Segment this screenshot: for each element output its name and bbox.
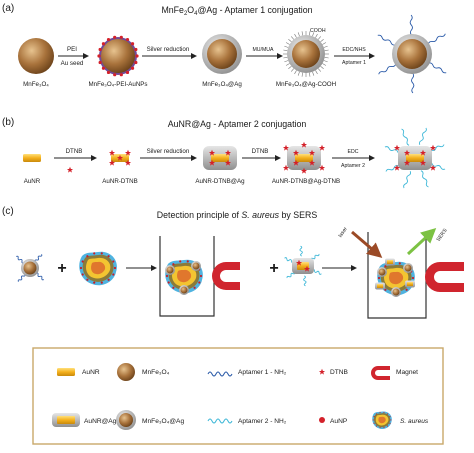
plus-icon: + [57, 260, 66, 277]
aunr-rod [23, 154, 41, 162]
legend-aunr-ag: AuNR@Ag [84, 418, 117, 425]
legend-aunr-swatch [57, 368, 75, 376]
legend-saureus: S. aureus [400, 418, 429, 425]
panel-a-letter: (a) [2, 3, 14, 14]
bacterium-sandwich [375, 258, 415, 297]
magnet-icon [212, 262, 248, 290]
legend-mnfe-ag: MnFe₃O₄@Ag [142, 418, 184, 425]
mnfe-pei-aunp-particle [97, 35, 139, 77]
mnfe-ag-cooh-particle [283, 31, 329, 77]
magnet-icon [425, 262, 464, 292]
label-b1: AuNR [24, 178, 41, 185]
panel-a-title: MnFe2O4@Ag - Aptamer 1 conjugation [161, 5, 312, 17]
arrow-a4-bottom: Aptamer 1 [342, 60, 366, 66]
magnetic-probe [16, 254, 44, 282]
legend-aunr: AuNR [82, 369, 100, 376]
arrow-b1-top: DTNB [66, 148, 83, 155]
aunr-dtnb-ag [203, 146, 237, 170]
cooh-label: COOH [310, 28, 326, 34]
label-b2: AuNR-DTNB [102, 178, 137, 185]
mnfe-sphere-a1 [18, 38, 54, 74]
legend-magnet: Magnet [396, 369, 418, 376]
legend-bacterium-swatch [372, 411, 392, 429]
aunr-tag-aptamer2 [384, 127, 446, 189]
panel-b-title: AuNR@Ag - Aptamer 2 conjugation [168, 119, 307, 129]
label-a2: MnFe₃O₄-PEI-AuNPs [88, 81, 147, 88]
arrow-b3-top: DTNB [252, 148, 269, 155]
plus-icon: + [269, 260, 278, 277]
legend-mnfe-swatch [117, 363, 135, 381]
legend-aunp-swatch [319, 417, 325, 423]
arrow-a1-top: PEI [67, 46, 77, 53]
legend-aunr-ag-swatch [52, 413, 80, 427]
arrow-a3-top: MU/MUA [252, 47, 274, 53]
sers-tag [284, 245, 322, 287]
sers-arrow [406, 227, 437, 256]
label-b4: AuNR-DTNB@Ag-DTNB [272, 178, 340, 185]
legend-mnfe-ag-swatch [116, 410, 136, 430]
label-a1: MnFe₃O₄ [23, 81, 49, 88]
bacterium-icon [79, 251, 117, 286]
mnfe-ag-aptamer1-particle [377, 14, 447, 94]
aunr-dtnb [108, 149, 132, 166]
legend-aptamer1-swatch [207, 371, 233, 377]
aunr-dtnb-ag-dtnb [282, 141, 326, 174]
arrow-b4-bottom: Aptamer 2 [341, 163, 365, 169]
legend-aptamer2: Aptamer 2 - NH₂ [238, 418, 287, 425]
legend-aptamer2-swatch [207, 418, 233, 424]
panel-c-letter: (c) [2, 206, 14, 217]
arrow-a1-bottom: Au seed [61, 60, 84, 67]
label-b3: AuNR-DTNB@Ag [195, 178, 245, 185]
arrow-a2-top: Silver reduction [147, 46, 190, 53]
legend-magnet-swatch [371, 366, 390, 380]
label-a3: MnFe₃O₄@Ag [202, 81, 242, 88]
label-a4: MnFe₃O₄@Ag-COOH [276, 81, 336, 88]
star-icon [66, 166, 74, 173]
panel-b-letter: (b) [2, 117, 14, 128]
mnfe-ag-particle [202, 34, 242, 74]
laser-arrow [351, 230, 383, 258]
arrow-b2-top: Silver reduction [147, 148, 190, 155]
legend-dtnb: DTNB [330, 369, 349, 376]
legend-box [32, 347, 444, 445]
bacterium-captured [165, 259, 203, 295]
arrow-b4-top: EDC [348, 149, 359, 155]
panel-c-title: Detection principle of S. aureus by SERS [157, 210, 318, 220]
legend-aunp: AuNP [330, 418, 348, 425]
laser-label: laser [338, 226, 350, 239]
legend-mnfe: MnFe₃O₄ [142, 369, 170, 376]
legend-aptamer1: Aptamer 1 - NH₂ [238, 369, 287, 376]
sers-label: SERS [436, 227, 449, 242]
arrow-a4-top: EDC/NHS [342, 47, 366, 53]
